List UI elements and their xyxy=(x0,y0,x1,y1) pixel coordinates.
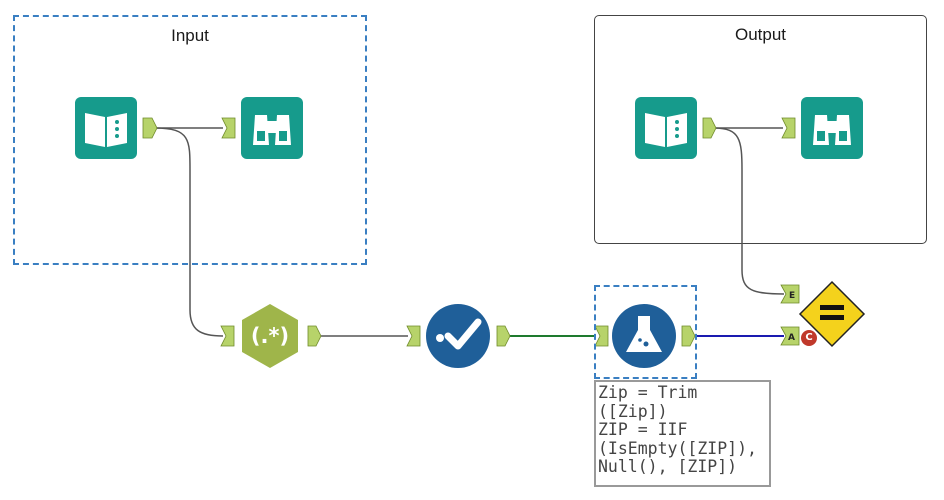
output-browse-tool[interactable] xyxy=(801,97,863,159)
lens-icon xyxy=(817,131,825,141)
expected-anchor-label: E xyxy=(789,291,795,301)
dot-icon xyxy=(436,334,444,342)
formula-selection-outline xyxy=(594,285,697,379)
connection-output-to-test-expected[interactable] xyxy=(713,127,785,295)
output-anchor[interactable] xyxy=(496,325,511,347)
flask-icon xyxy=(626,316,662,352)
output-container-title: Output xyxy=(734,25,787,44)
input-anchor[interactable] xyxy=(781,117,796,139)
test-actual-anchor[interactable] xyxy=(780,326,800,346)
dot-icon xyxy=(115,120,119,124)
output-input-data-tool[interactable] xyxy=(635,97,697,159)
output-anchor[interactable] xyxy=(681,325,696,347)
formula-tool[interactable] xyxy=(612,304,676,368)
error-badge[interactable]: C xyxy=(801,330,817,346)
connections xyxy=(154,127,785,337)
actual-anchor-label: A xyxy=(788,333,795,343)
output-anchor[interactable] xyxy=(702,117,717,139)
output-anchor[interactable] xyxy=(307,325,322,347)
regex-tool-body xyxy=(242,304,298,368)
input-container-title: Input xyxy=(171,26,209,45)
checkmark-icon xyxy=(444,318,482,350)
dot-icon xyxy=(115,134,119,138)
test-expected-anchor[interactable] xyxy=(780,284,800,304)
equals-icon xyxy=(820,315,844,320)
lens-icon xyxy=(257,131,265,141)
lens-icon xyxy=(279,131,287,141)
dot-icon xyxy=(675,134,679,138)
anchors xyxy=(142,117,800,347)
formula-annotation[interactable]: Zip = Trim ([Zip]) ZIP = IIF (IsEmpty([Z… xyxy=(594,380,771,487)
input-anchor[interactable] xyxy=(406,325,421,347)
browse-tool[interactable] xyxy=(241,97,303,159)
data-cleansing-tool[interactable] xyxy=(426,304,490,368)
regex-tool[interactable]: (.*) xyxy=(242,304,298,368)
output-anchor[interactable] xyxy=(142,117,158,139)
dot-icon xyxy=(115,127,119,131)
data-cleansing-tool-body xyxy=(426,304,490,368)
bubble-icon xyxy=(643,341,649,347)
bubble-icon xyxy=(638,338,642,342)
output-input-data-tool-body xyxy=(635,97,697,159)
test-tool[interactable] xyxy=(798,280,866,348)
dot-icon xyxy=(675,120,679,124)
connection-input-to-regex[interactable] xyxy=(154,127,224,337)
lens-icon xyxy=(839,131,847,141)
input-anchor[interactable] xyxy=(594,325,609,347)
input-anchor[interactable] xyxy=(220,325,235,347)
dot-icon xyxy=(675,127,679,131)
input-anchor[interactable] xyxy=(221,117,236,139)
regex-icon: (.*) xyxy=(251,324,289,348)
test-tool-body xyxy=(798,280,866,348)
input-data-tool-body xyxy=(75,97,137,159)
input-data-tool[interactable] xyxy=(75,97,137,159)
equals-icon xyxy=(820,305,844,310)
